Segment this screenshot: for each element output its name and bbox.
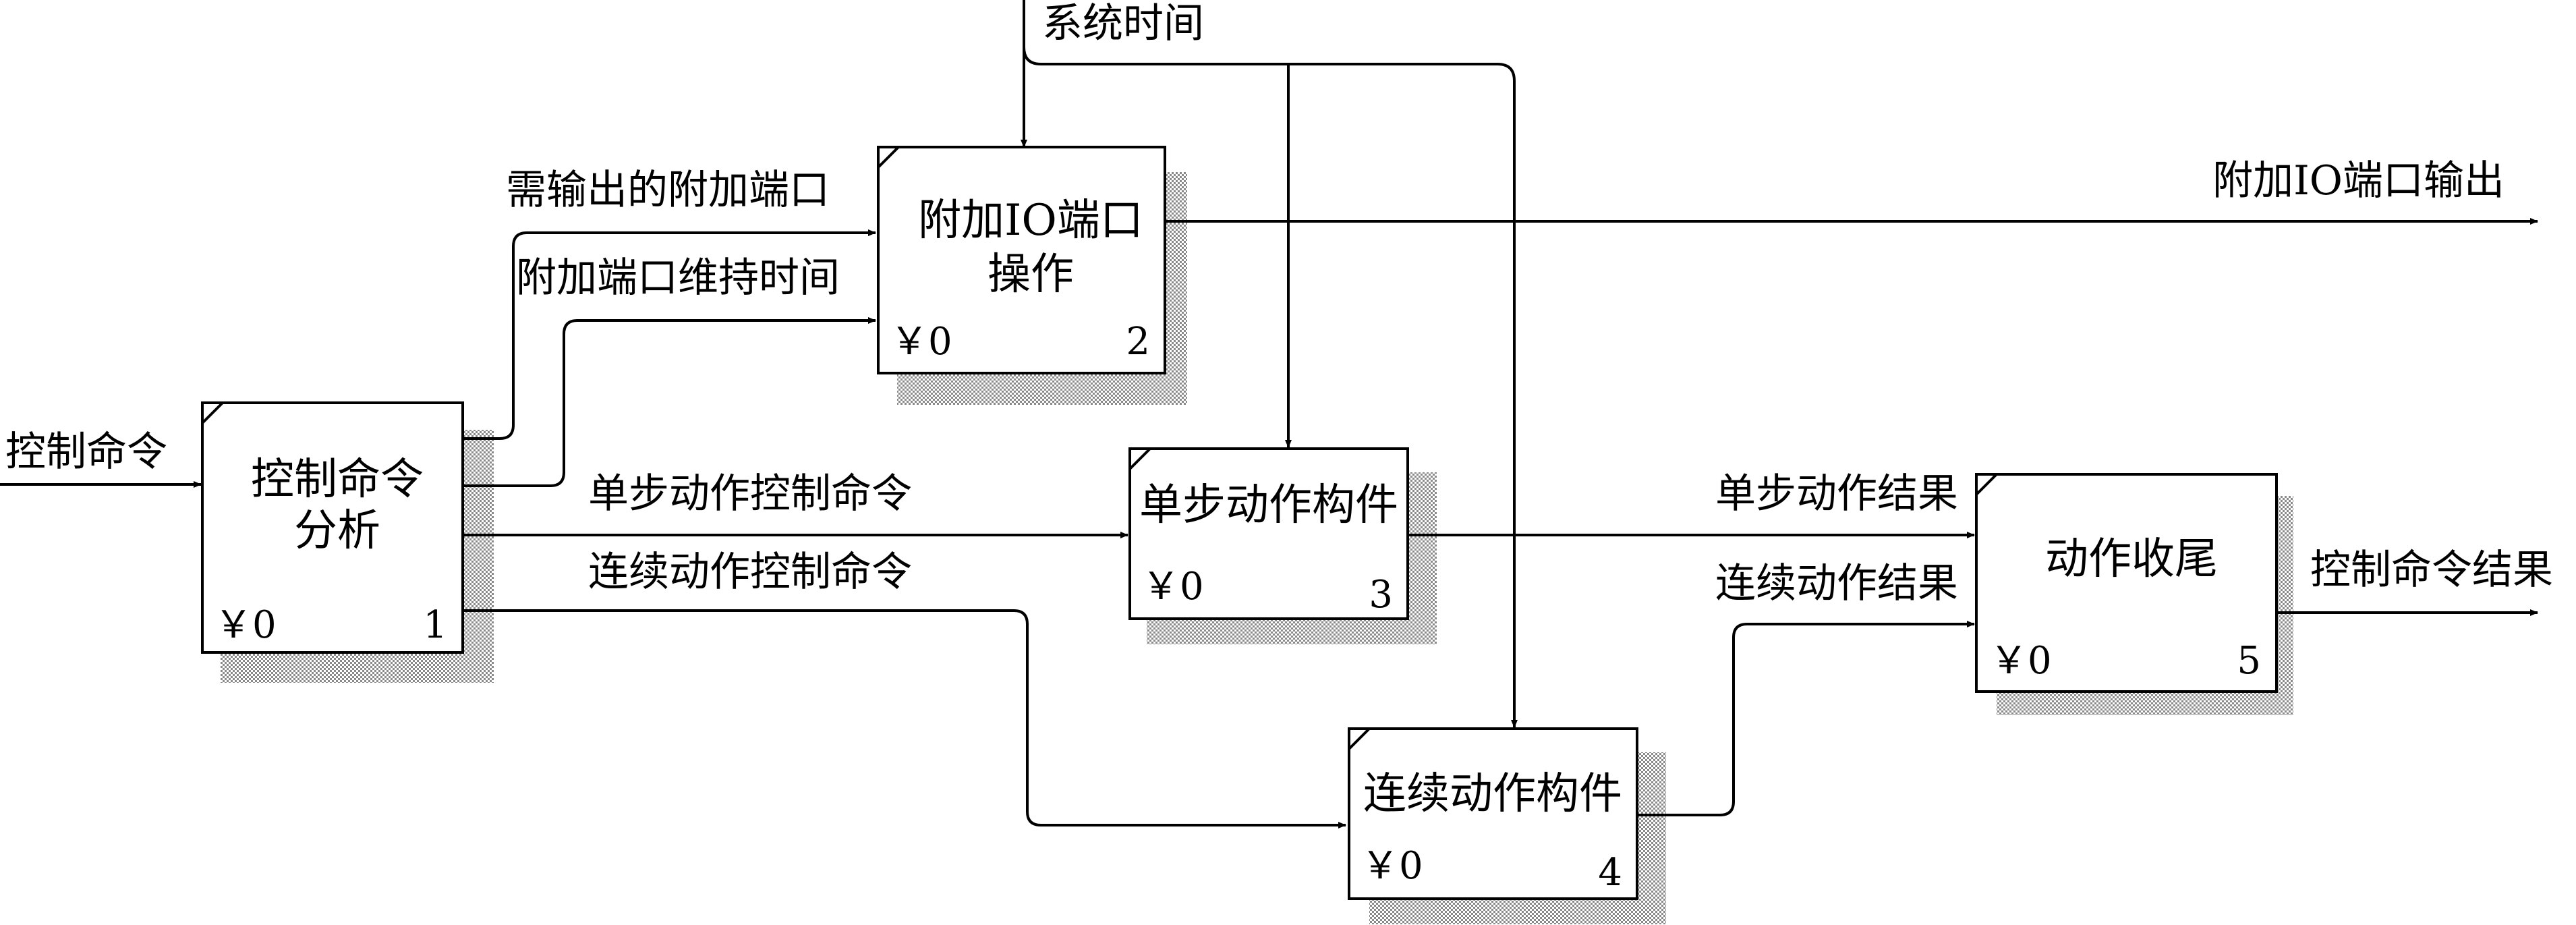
arrow-ports-to-output [463,229,876,440]
box-2-cost: ￥0 [890,320,952,364]
box-3-title: 单步动作构件 [1139,480,1398,530]
box-4-corner-mark [1348,727,1371,750]
box-1-cost: ￥0 [214,603,277,647]
box-2-title-line1: 附加IO端口 [918,196,1143,246]
label-port-hold-time: 附加端口维持时间 [516,254,840,302]
label-single-step-result: 单步动作结果 [1715,470,1958,517]
label-single-step-cmd: 单步动作控制命令 [588,470,912,517]
arrow-port-hold-time [463,317,876,487]
box-1-frame [201,401,464,654]
box-5-cost: ￥0 [1990,639,2052,683]
box-4-title: 连续动作构件 [1363,769,1622,819]
box-2-title-line2: 操作 [988,250,1074,300]
arrow-continuous-cmd [463,609,1346,829]
box-3-cost: ￥0 [1142,565,1204,609]
label-ports-to-output: 需输出的附加端口 [506,167,830,214]
box-5[interactable]: 动作收尾 ￥0 5 [1975,473,2278,693]
arrow-continuous-result [1637,621,1975,816]
box-3-frame [1128,447,1409,620]
box-3[interactable]: 单步动作构件 ￥0 3 [1128,447,1409,620]
box-3-number: 3 [1369,573,1393,617]
box-2-frame [877,146,1166,374]
label-continuous-result: 连续动作结果 [1715,560,1958,607]
box-2[interactable]: 附加IO端口 操作 ￥0 2 [877,146,1166,374]
box-3-corner-mark [1128,447,1151,470]
box-1-corner-mark [201,401,224,424]
arrow-system-time-to-box3 [1023,47,1518,728]
box-1-title-line1: 控制命令 [251,455,424,505]
label-system-time: 系统时间 [1042,0,1204,47]
box-2-corner-mark [877,146,900,169]
box-5-frame [1975,473,2278,693]
arrow-labels: 控制命令 系统时间 需输出的附加端口 附加端口维持时间 单步动作控制命令 连续动… [5,0,2553,607]
box-5-number: 5 [2237,639,2261,683]
box-4-cost: ￥0 [1361,844,1423,888]
label-io-port-output: 附加IO端口输出 [2212,157,2505,204]
box-1-title-line2: 分析 [294,506,380,556]
box-4-number: 4 [1598,851,1622,895]
box-2-number: 2 [1126,320,1150,364]
label-continuous-cmd: 连续动作控制命令 [588,549,912,596]
connections [0,0,2538,829]
label-control-cmd-in: 控制命令 [5,428,167,476]
box-4[interactable]: 连续动作构件 ￥0 4 [1348,727,1638,900]
box-4-frame [1348,727,1638,900]
box-5-title: 动作收尾 [2045,534,2218,584]
label-control-cmd-result: 控制命令结果 [2310,546,2553,594]
box-1[interactable]: 控制命令 分析 ￥0 1 [201,401,464,654]
box-1-number: 1 [423,603,447,647]
box-5-corner-mark [1975,473,1998,496]
